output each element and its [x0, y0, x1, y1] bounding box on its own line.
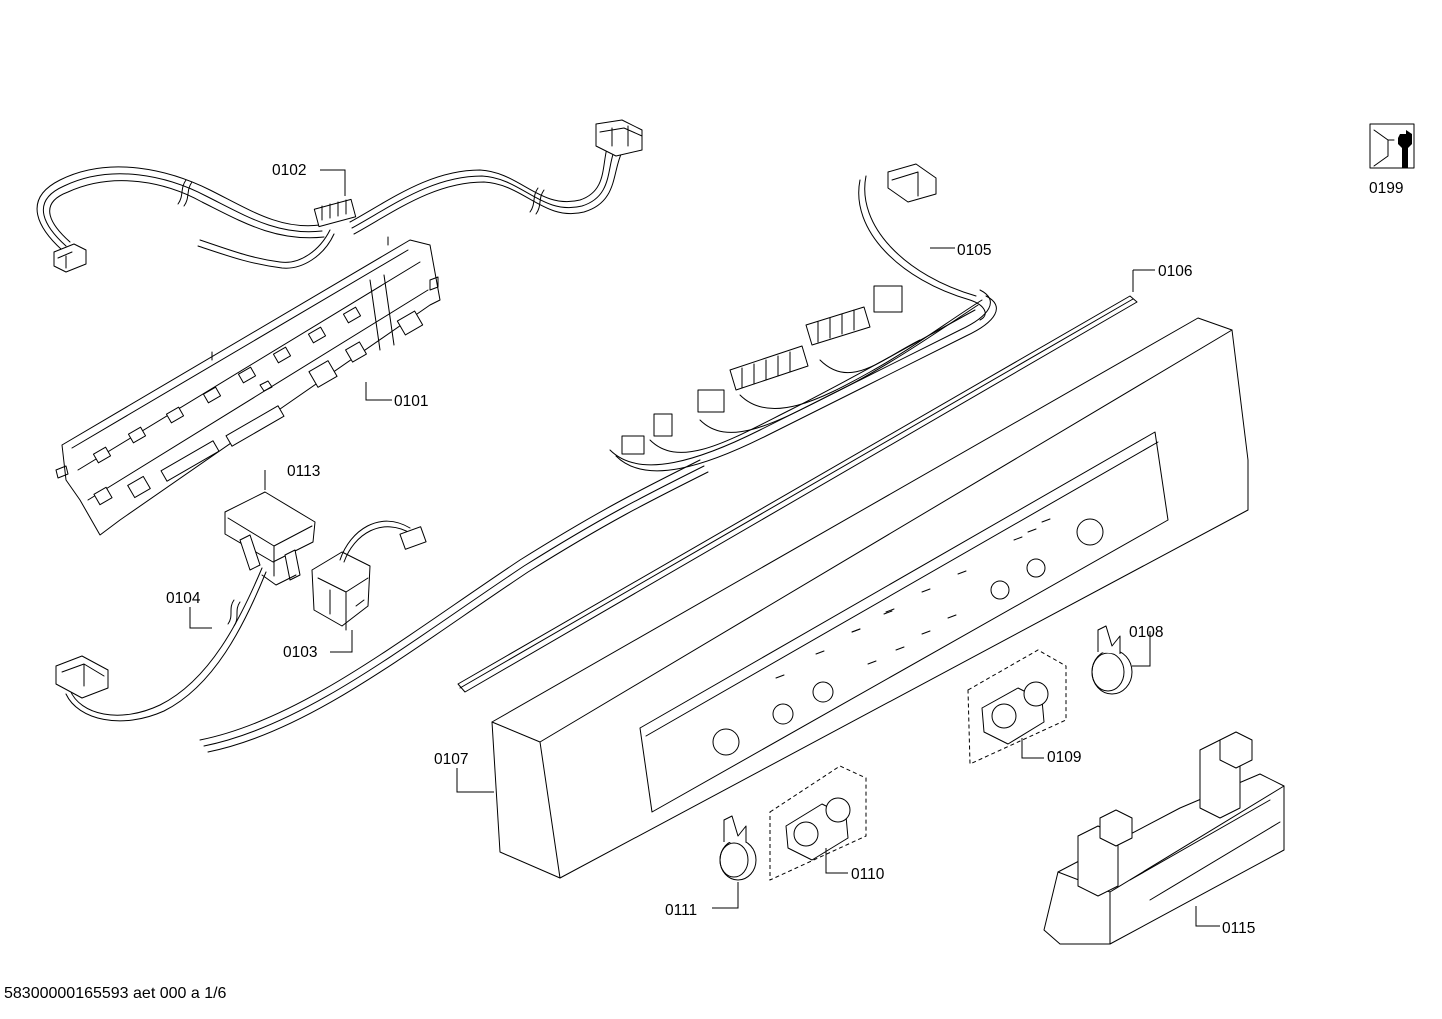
leader-lines — [189, 169, 1220, 927]
label-0109: 0109 — [1047, 749, 1081, 766]
part-0115-bracket-housing[interactable] — [1043, 731, 1285, 945]
label-0199: 0199 — [1369, 180, 1403, 197]
label-0115: 0115 — [1222, 920, 1255, 937]
part-0111-knob[interactable] — [719, 815, 757, 881]
label-0102: 0102 — [272, 162, 306, 179]
part-0107-control-panel[interactable] — [491, 317, 1249, 879]
part-0105-main-harness[interactable] — [199, 163, 997, 753]
part-0113-bracket[interactable] — [224, 491, 316, 586]
part-0109-button-set[interactable] — [967, 649, 1067, 765]
part-0102-wiring-harness[interactable] — [36, 119, 643, 273]
label-0106: 0106 — [1158, 263, 1192, 280]
label-0101: 0101 — [394, 393, 428, 410]
part-0108-knob[interactable] — [1091, 625, 1133, 695]
label-0107: 0107 — [434, 751, 468, 768]
label-0111: 0111 — [665, 902, 697, 919]
part-0101-control-module[interactable] — [55, 236, 441, 536]
label-0113: 0113 — [287, 463, 320, 480]
label-0110: 0110 — [851, 866, 885, 883]
label-0103: 0103 — [283, 644, 317, 661]
label-0105: 0105 — [957, 242, 991, 259]
document-code: 58300000165593 aet 000 a 1/6 — [4, 985, 227, 1002]
tool-kit-icon[interactable] — [1369, 123, 1415, 169]
part-0110-button-set[interactable] — [769, 765, 867, 881]
label-0104: 0104 — [166, 590, 201, 607]
label-0108: 0108 — [1129, 624, 1163, 641]
part-0106-sealing-strip[interactable] — [457, 295, 1138, 693]
part-0103-switch-unit[interactable] — [311, 520, 427, 631]
part-0104-cable[interactable] — [55, 567, 267, 722]
